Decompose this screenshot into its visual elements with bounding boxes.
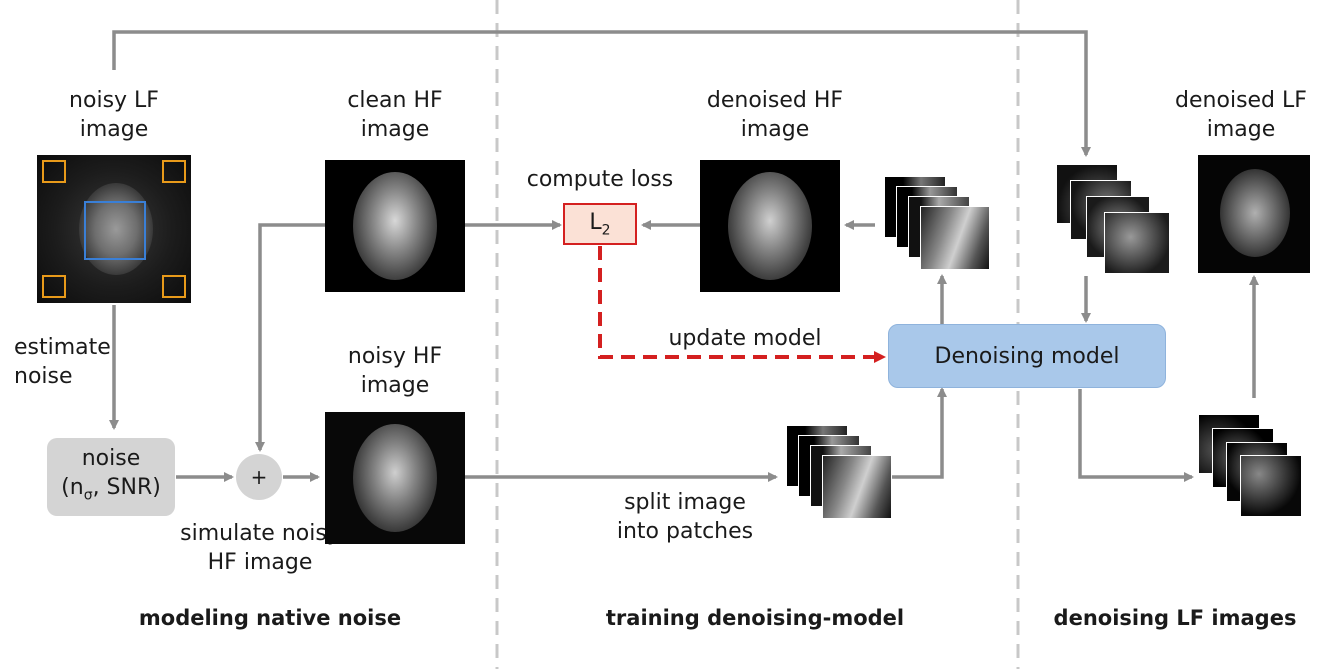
section-title-modeling: modeling native noise — [138, 606, 402, 630]
roi-corner-tl — [42, 160, 66, 183]
label-compute-loss: compute loss — [526, 167, 674, 192]
loss-symbol: L2 — [589, 209, 611, 239]
arrow-model-to-lfpatches — [1078, 389, 1194, 482]
patch — [1104, 212, 1170, 274]
arrow-lf-to-patches — [112, 30, 1091, 157]
noise-title: noise — [81, 445, 141, 471]
patch — [822, 455, 892, 519]
roi-center-box — [84, 201, 146, 260]
noisy-lf-image — [37, 155, 191, 303]
label-denoised-lf: denoised LF image — [1175, 88, 1307, 142]
label-split-patches: split image into patches — [616, 490, 754, 544]
patch — [1240, 455, 1302, 517]
brain-scan — [728, 172, 812, 280]
arrow-update-model — [598, 246, 886, 363]
arrow-clean-to-plus — [255, 223, 325, 452]
noise-params: (nσ, SNR) — [61, 474, 161, 504]
plus-node: + — [236, 454, 282, 500]
label-noisy-hf: noisy HF image — [347, 344, 443, 398]
brain-scan — [353, 424, 437, 532]
roi-corner-tr — [162, 160, 186, 183]
label-clean-hf: clean HF image — [347, 88, 443, 142]
denoised-hf-image — [700, 160, 840, 292]
label-update-model: update model — [668, 326, 822, 351]
brain-scan — [353, 172, 437, 280]
loss-node: L2 — [563, 203, 637, 245]
denoising-model-box: Denoising model — [888, 324, 1166, 388]
section-title-training: training denoising-model — [605, 606, 905, 630]
roi-corner-br — [162, 275, 186, 298]
noisy-hf-image — [325, 412, 465, 544]
arrow-patches-to-model — [890, 387, 947, 479]
label-noisy-lf: noisy LF image — [69, 88, 159, 142]
section-title-denoising: denoising LF images — [1053, 606, 1297, 630]
brain-scan — [1220, 169, 1290, 257]
roi-corner-bl — [42, 275, 66, 298]
label-estimate-noise: estimate noise — [14, 335, 111, 389]
clean-hf-image — [325, 160, 465, 292]
noise-box: noise (nσ, SNR) — [47, 438, 175, 516]
label-denoised-hf: denoised HF image — [706, 88, 844, 142]
denoised-lf-image — [1198, 155, 1310, 273]
patch — [920, 206, 990, 270]
